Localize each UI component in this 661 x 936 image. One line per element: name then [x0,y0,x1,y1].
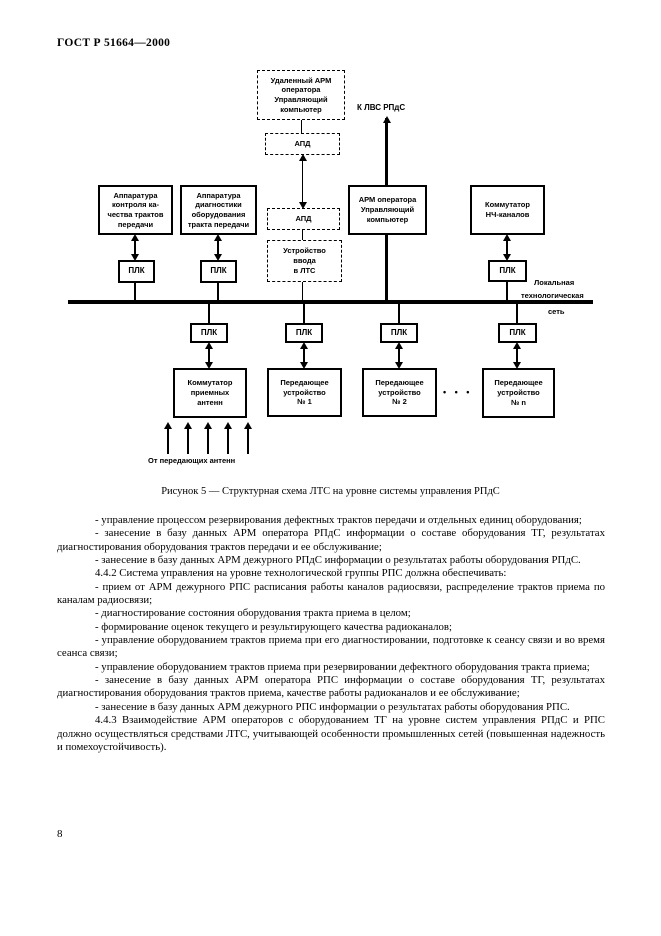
connector-plk4-txn [516,344,518,367]
body-text: - управление процессом резервирования де… [57,514,605,754]
node-plk-1: ПЛК [190,323,228,343]
connector-bus-plk3 [398,304,400,323]
connector-bus-plk2 [303,304,305,323]
paragraph: - занесение в базу данных АРМ оператора … [57,527,605,553]
connector-plk2-tx1 [303,344,305,367]
node-diagnostics: Аппаратура диагностики оборудования трак… [180,185,257,235]
connector-apd-input [302,230,303,240]
connector-plkb-bus [217,283,219,300]
node-plk-2: ПЛК [285,323,323,343]
connector-nch-plk [506,236,508,259]
connector-apd-apd [302,156,303,207]
node-apd-2: АПД [267,208,340,230]
connector-quality-plk [134,236,136,259]
node-plk-a: ПЛК [118,260,155,283]
node-transmitter-n: Передающее устройство № n [482,368,555,418]
page-number: 8 [57,828,63,840]
node-transmitter-1: Передающее устройство № 1 [267,368,342,417]
antenna-arrow-1 [167,424,169,454]
node-quality-control: Аппаратура контроля ка- чества трактов п… [98,185,173,235]
local-network-bus [68,300,593,304]
node-apd-1: АПД [265,133,340,155]
label-to-lan: К ЛВС РПдС [357,103,406,112]
paragraph: - управление оборудованием трактов прием… [95,660,590,673]
paragraph: - занесение в базу данных АРМ дежурного … [95,700,570,713]
node-plk-c: ПЛК [488,260,527,282]
node-input-device: Устройство ввода в ЛТС [267,240,342,282]
antenna-arrow-4 [227,424,229,454]
paragraph: 4.4.2 Система управления на уровне техно… [95,567,507,580]
node-plk-3: ПЛК [380,323,418,343]
node-transmitter-2: Передающее устройство № 2 [362,368,437,417]
node-plk-b: ПЛК [200,260,237,283]
antenna-arrow-3 [207,424,209,454]
connector-arm-lan-arrow [385,118,388,185]
label-net-2: технологическая [521,291,584,300]
connector-plk1-switch [208,344,210,367]
connector-plkc-bus [506,282,508,300]
label-from-antennas: От передающих антенн [148,456,236,465]
paragraph: - управление оборудованием трактов прием… [57,634,605,660]
paragraph: - управление процессом резервирования де… [95,514,582,526]
node-antenna-switch: Коммутатор приемных антенн [173,368,247,418]
document-title: ГОСТ Р 51664—2000 [57,37,171,49]
connector-bus-plk4 [516,304,518,323]
antenna-arrow-2 [187,424,189,454]
paragraph: - формирование оценок текущего и результ… [95,620,452,633]
paragraph: - прием от АРМ дежурного РПС расписания … [57,580,605,607]
antenna-arrow-5 [247,424,249,454]
figure-caption: Рисунок 5 — Структурная схема ЛТС на уро… [161,486,500,497]
paragraph: - занесение в базу данных АРМ оператора … [57,674,605,700]
connector-input-bus [302,282,303,300]
node-plk-4: ПЛК [498,323,537,343]
paragraph: - диагностирование состояния оборудовани… [95,607,411,620]
label-net-3: сеть [548,307,565,316]
connector-remote-apd [301,120,302,133]
node-arm-operator: АРМ оператора Управляющий компьютер [348,185,427,235]
node-nch-switch: Коммутатор НЧ-каналов [470,185,545,235]
connector-bus-plk1 [208,304,210,323]
connector-diagnostics-plk [217,236,219,259]
connector-plka-bus [134,283,136,300]
connector-arm-bus [385,235,388,300]
connector-plk3-tx2 [398,344,400,367]
diagram-figure-5: Удаленный АРМ оператора Управляющий комп… [0,0,661,480]
node-remote-arm: Удаленный АРМ оператора Управляющий комп… [257,70,345,120]
paragraph: 4.4.3 Взаимодействие АРМ операторов с об… [57,714,605,753]
label-net-1: Локальная [534,278,575,287]
paragraph: - занесение в базу данных АРМ дежурного … [95,554,581,567]
ellipsis-dots: • • • [443,387,473,397]
